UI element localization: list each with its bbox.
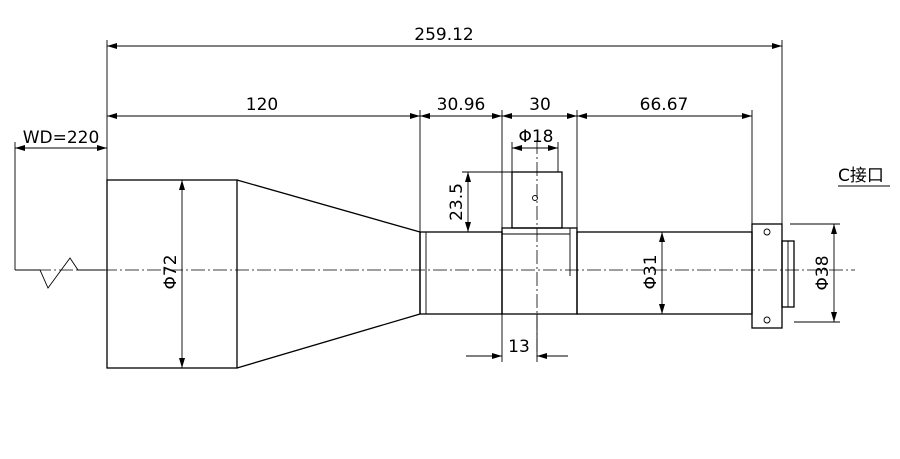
port-hole <box>532 195 538 201</box>
cone-section <box>236 179 421 369</box>
dim-block-width: 30 <box>529 95 551 115</box>
dim-front-diameter: Φ72 <box>161 254 181 289</box>
dim-body-diameter: Φ31 <box>641 254 661 289</box>
dim-mount-diameter: Φ38 <box>813 255 833 290</box>
dim-front-length: 120 <box>246 95 278 115</box>
lens-body <box>106 140 795 369</box>
dim-port-diameter: Φ18 <box>518 127 553 147</box>
dim-port-height: 23.5 <box>447 183 467 221</box>
dim-port-offset: 13 <box>508 337 530 357</box>
dim-total-length: 259.12 <box>414 25 473 45</box>
break-symbol <box>15 257 105 289</box>
rear-tube <box>576 231 753 315</box>
mount-type-label: C接口 <box>838 166 884 186</box>
front-barrel <box>106 179 238 369</box>
dim-working-distance: WD=220 <box>23 128 100 148</box>
dim-mid-length: 30.96 <box>437 95 486 115</box>
port-block <box>501 227 578 315</box>
mid-tube <box>419 231 503 315</box>
c-mount-flange <box>751 223 783 329</box>
dim-rear-length: 66.67 <box>640 95 689 115</box>
